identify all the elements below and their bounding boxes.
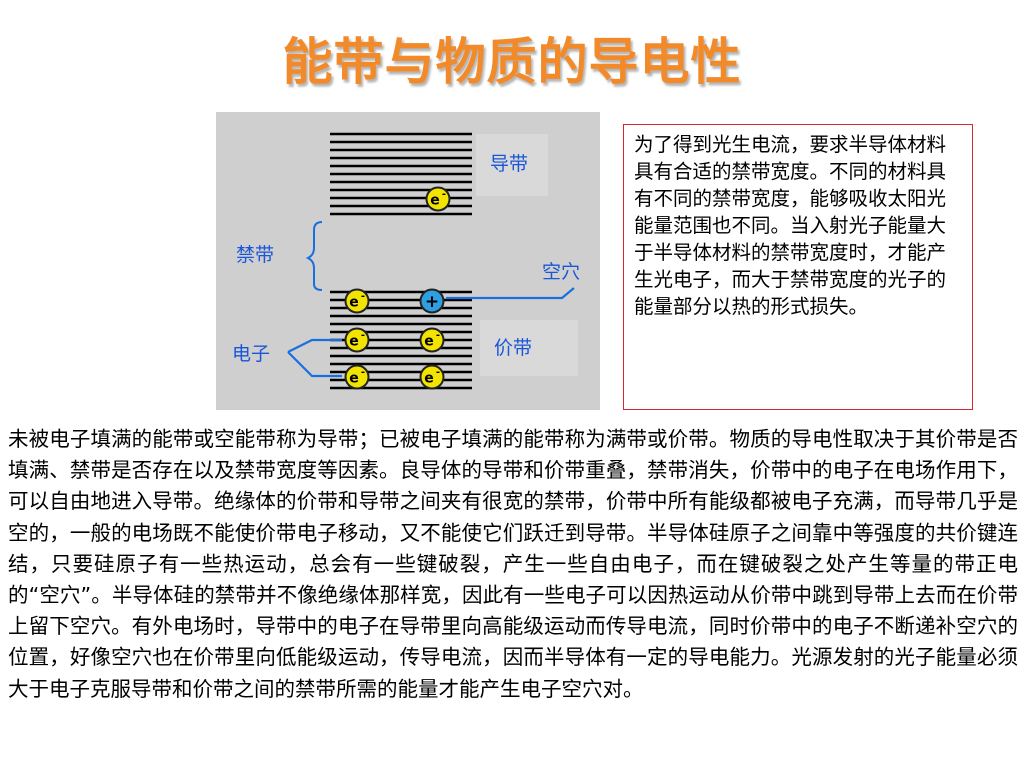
valence-label-panel bbox=[480, 320, 578, 376]
svg-text:-: - bbox=[361, 330, 365, 341]
svg-text:e: e bbox=[349, 334, 359, 350]
svg-text:e: e bbox=[424, 334, 434, 350]
electron-icon: e - bbox=[344, 364, 370, 390]
electron-pointer-line-top bbox=[287, 338, 342, 353]
svg-text:+: + bbox=[425, 292, 439, 312]
label-valence-band: 价带 bbox=[494, 337, 532, 359]
forbidden-band-brace bbox=[305, 221, 323, 291]
label-electron: 电子 bbox=[232, 343, 270, 365]
electron-icon: e - bbox=[425, 186, 451, 212]
svg-text:-: - bbox=[361, 291, 365, 302]
svg-text:-: - bbox=[436, 330, 440, 341]
svg-text:e: e bbox=[424, 371, 434, 387]
band-diagram-svg: e - e - + e - e - e - e - bbox=[232, 132, 580, 390]
svg-text:e: e bbox=[349, 295, 359, 311]
band-diagram: e - e - + e - e - e - e - bbox=[216, 112, 600, 410]
hole-icon: + bbox=[419, 288, 445, 314]
page-title: 能带与物质的导电性 bbox=[282, 33, 742, 91]
svg-text:e: e bbox=[349, 371, 359, 387]
electron-icon: e - bbox=[344, 288, 370, 314]
hole-pointer-line bbox=[446, 287, 575, 300]
body-paragraph: 未被电子填满的能带或空能带称为导带；已被电子填满的能带称为满带或价带。物质的导电… bbox=[8, 427, 1018, 701]
conduction-band bbox=[330, 132, 472, 216]
label-forbidden-band: 禁带 bbox=[236, 244, 274, 266]
svg-text:e: e bbox=[430, 193, 440, 209]
svg-text:-: - bbox=[361, 367, 365, 378]
label-conduction-band: 导带 bbox=[490, 153, 528, 175]
electron-icon: e - bbox=[344, 327, 370, 353]
photocurrent-note: 为了得到光生电流，要求半导体材料具有合适的禁带宽度。不同的材料具有不同的禁带宽度… bbox=[623, 124, 973, 410]
electron-icon: e - bbox=[419, 327, 445, 353]
svg-text:-: - bbox=[436, 367, 440, 378]
electron-pointer-line-bottom bbox=[287, 351, 342, 378]
electron-icon: e - bbox=[419, 364, 445, 390]
conduction-label-panel bbox=[476, 134, 548, 196]
label-hole: 空穴 bbox=[542, 261, 580, 283]
svg-text:-: - bbox=[442, 189, 446, 200]
